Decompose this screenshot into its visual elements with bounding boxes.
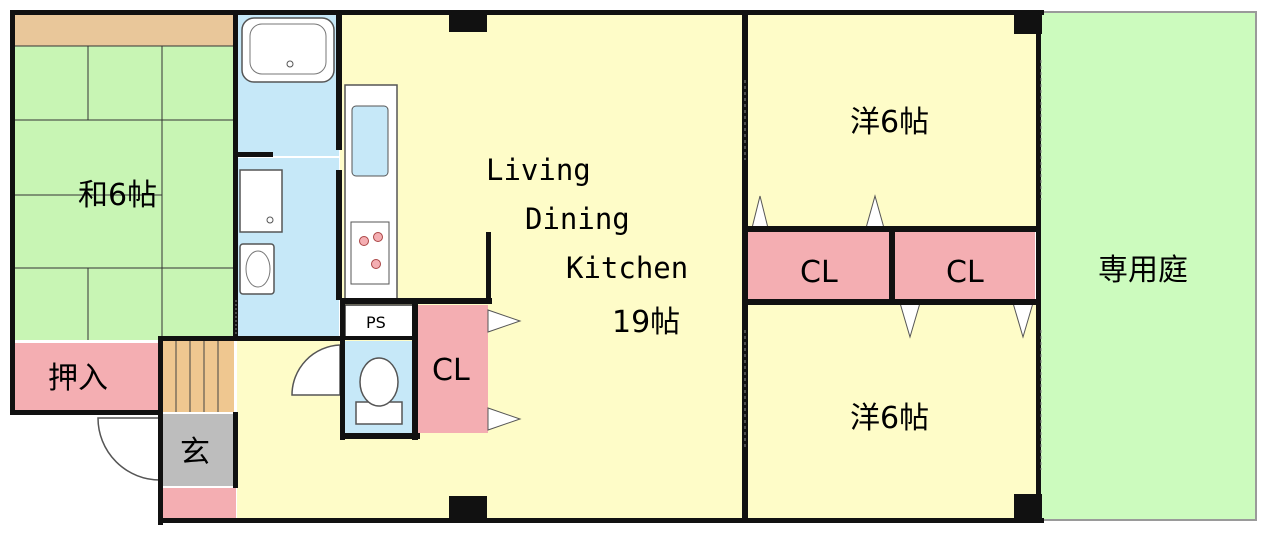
tatami-grid bbox=[14, 45, 236, 340]
stove-burner-2 bbox=[373, 232, 383, 242]
entrance-door-swing bbox=[97, 417, 161, 481]
ldk-label-dining: Dining bbox=[525, 202, 630, 236]
cl-right-label: CL bbox=[946, 255, 984, 290]
cl-ldk-door-marker-1 bbox=[487, 309, 522, 333]
ldk-label-living: Living bbox=[486, 153, 591, 187]
oshiire-label: 押入 bbox=[48, 361, 108, 396]
toilet-door-swing bbox=[291, 344, 341, 396]
genkan-floor bbox=[162, 414, 234, 486]
garden-label: 専用庭 bbox=[1098, 253, 1188, 288]
stairs bbox=[162, 340, 234, 412]
window-marks bbox=[235, 60, 1042, 470]
stove-burner-3 bbox=[371, 259, 381, 269]
youshitsu-top-label: 洋6帖 bbox=[850, 105, 929, 140]
washing-machine bbox=[239, 169, 283, 233]
cl-ldk-label: CL bbox=[432, 353, 470, 388]
ps-shaft bbox=[344, 304, 414, 338]
washitsu-label: 和6帖 bbox=[78, 178, 157, 213]
ldk-label-kitchen: Kitchen bbox=[566, 251, 688, 285]
bathtub-inner bbox=[249, 23, 327, 75]
youshitsu-top-floor bbox=[745, 12, 1038, 230]
cl-ldk-door-marker-2 bbox=[487, 407, 522, 431]
stove-burner-1 bbox=[359, 236, 369, 246]
bathtub-drain bbox=[286, 60, 294, 68]
toilet-bowl bbox=[359, 357, 399, 407]
washbasin-bowl bbox=[245, 250, 271, 288]
washing-machine-drain bbox=[266, 216, 274, 224]
cl-left-floor bbox=[748, 232, 890, 300]
youshitsu-bottom-floor bbox=[745, 303, 1038, 520]
walls bbox=[10, 10, 1044, 525]
genkan-step bbox=[162, 488, 236, 520]
tatami-edge-strip bbox=[14, 14, 236, 46]
stove bbox=[350, 221, 390, 285]
garden-area bbox=[1039, 11, 1257, 521]
tatami-floor bbox=[14, 46, 236, 340]
cl-ldk-floor bbox=[418, 305, 488, 433]
ps-label: PS bbox=[366, 313, 386, 332]
cl-left-label: CL bbox=[800, 255, 838, 290]
stair-treads bbox=[175, 340, 219, 412]
oshiire-floor bbox=[14, 343, 160, 411]
cl-right-floor bbox=[895, 232, 1035, 300]
ldk-size-label: 19帖 bbox=[612, 305, 680, 340]
kitchen-sink bbox=[351, 105, 389, 177]
youshitsu-bottom-label: 洋6帖 bbox=[850, 401, 929, 436]
genkan-label: 玄 bbox=[180, 435, 210, 470]
